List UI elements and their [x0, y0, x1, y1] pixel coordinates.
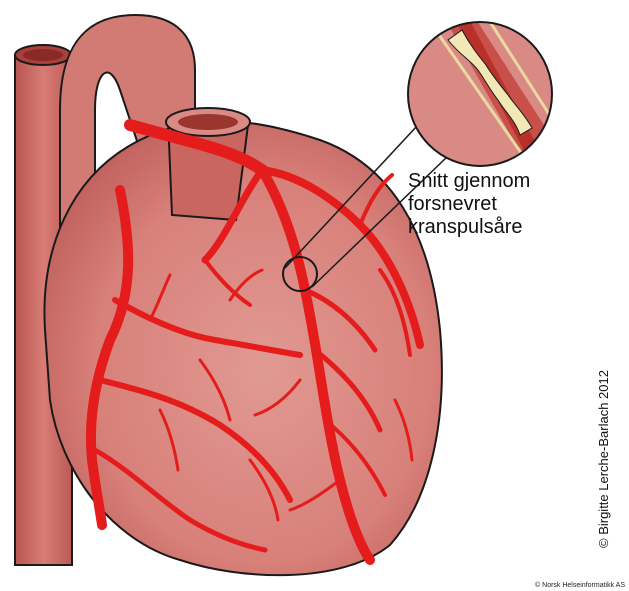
caption-text: Snitt gjennom forsnevret kranspulsåre [408, 170, 608, 239]
publisher-credit: © Norsk Helseinformatikk AS [535, 582, 625, 589]
copyright-text: © Birgitte Lerche-Barlach 2012 [596, 370, 611, 548]
artery-cross-section-zoom [408, 0, 572, 180]
caption-line-3: kranspulsåre [408, 216, 608, 239]
caption-line-2: forsnevret [408, 193, 608, 216]
caption-line-1: Snitt gjennom [408, 170, 608, 193]
